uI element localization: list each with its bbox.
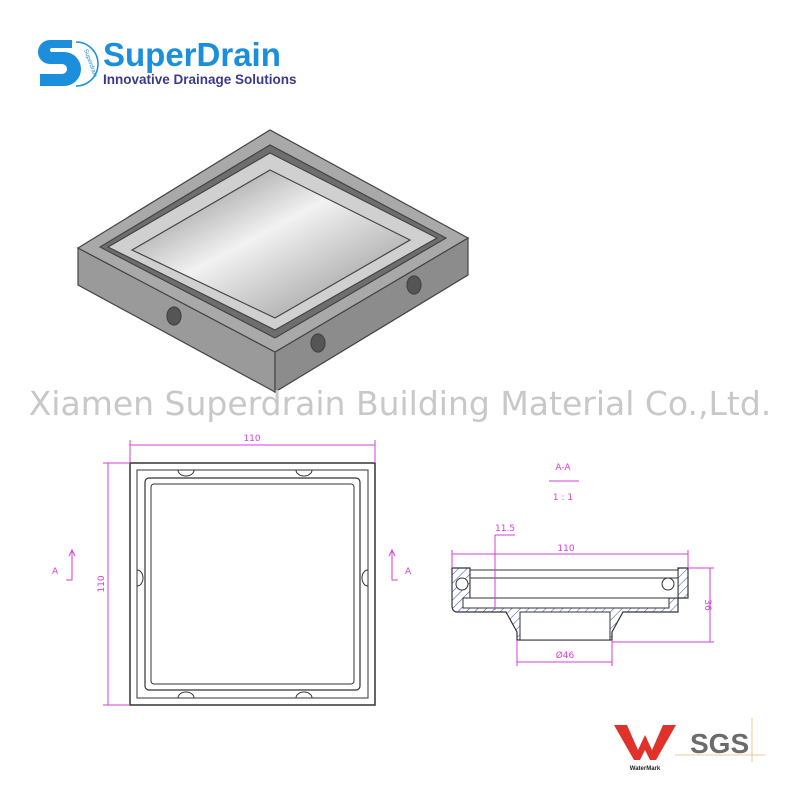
side-hole-icon (310, 333, 326, 353)
plan-width-dimension: 110 (243, 434, 260, 444)
logo-s-icon (38, 40, 99, 87)
section-width-dimension: 110 (557, 544, 574, 554)
section-mark-right: A (405, 567, 412, 577)
section-view: A-A 1 : 1 11.5 110 36 Ø46 (451, 463, 714, 666)
section-scale: 1 : 1 (553, 493, 573, 503)
plan-view: 110 110 A A (52, 434, 412, 706)
side-hole-icon (406, 275, 422, 295)
sgs-label: SGS (690, 728, 749, 759)
section-title: A-A (555, 463, 571, 473)
plan-height-dimension: 110 (97, 575, 107, 592)
watermark-w-icon (614, 725, 676, 760)
sgs-certification-logo: SGS (675, 718, 765, 762)
section-height-dimension: 36 (702, 599, 712, 611)
rim-dimension: 11.5 (495, 524, 515, 534)
company-watermark: Xiamen Superdrain Building Material Co.,… (29, 384, 772, 423)
watermark-certification-logo: WaterMark (614, 725, 676, 772)
watermark-label: WaterMark (630, 766, 661, 772)
product-isometric-view (76, 129, 470, 394)
logo-name: SuperDrain (103, 36, 281, 73)
logo: Superdrain SuperDrain Innovative Drainag… (38, 36, 297, 87)
section-mark-left: A (52, 567, 59, 577)
outlet-diameter-dimension: Ø46 (556, 650, 575, 661)
side-hole-icon (166, 306, 182, 326)
logo-tagline: Innovative Drainage Solutions (103, 72, 297, 87)
